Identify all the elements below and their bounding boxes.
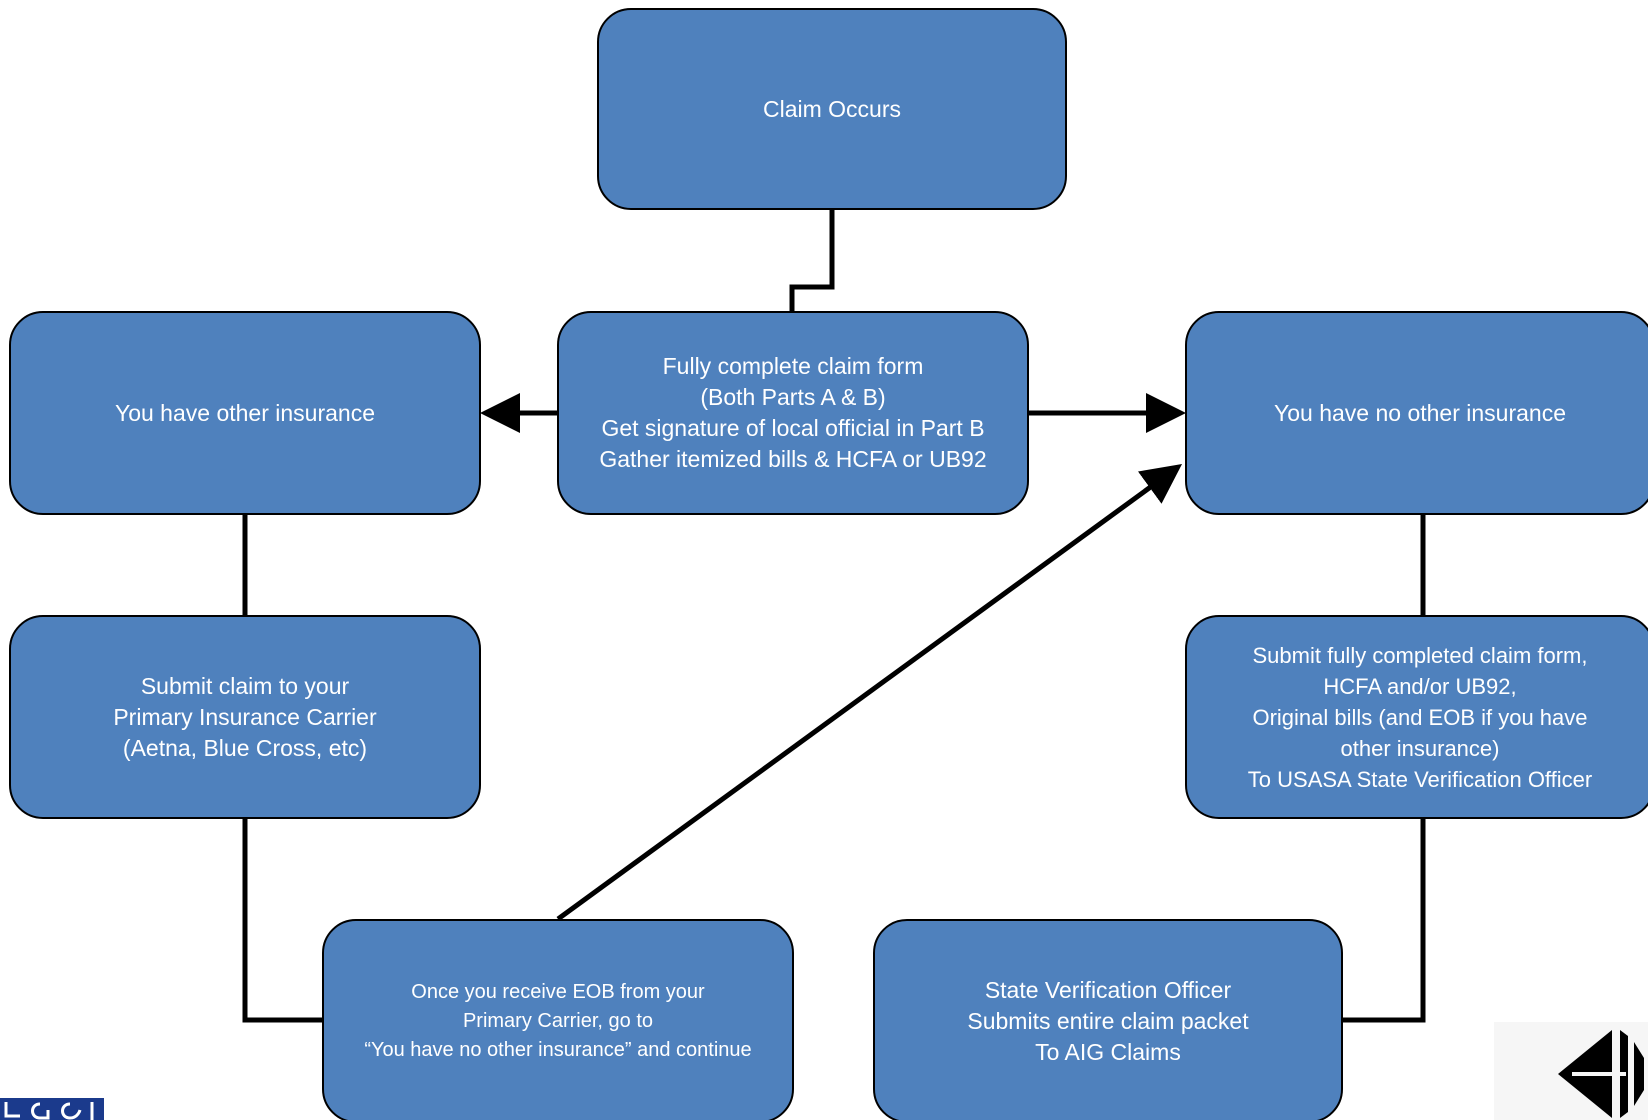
box-receive-eob: Once you receive EOB from your Primary C… [322, 919, 794, 1120]
box-claim-occurs: Claim Occurs [597, 8, 1067, 210]
connector-submit-to-officer [1343, 819, 1426, 1023]
arrow-eob-to-noother [556, 464, 1183, 922]
box-other-insurance: You have other insurance [9, 311, 481, 515]
submit-primary-line: (Aetna, Blue Cross, etc) [122, 734, 368, 761]
no-other-insurance-line: You have no other insurance [1274, 399, 1566, 426]
claim-occurs-line: Claim Occurs [762, 95, 901, 122]
submit-completed-line: To USASA State Verification Officer [1247, 766, 1593, 792]
receive-eob-line: Once you receive EOB from your [411, 980, 705, 1003]
box-no-other-insurance: You have no other insurance [1185, 311, 1648, 515]
verification-officer-line: To AIG Claims [1035, 1038, 1181, 1065]
submit-completed-line: Original bills (and EOB if you have [1252, 704, 1588, 730]
connector-primary-to-eob [242, 819, 322, 1023]
verification-officer-line: Submits entire claim packet [967, 1007, 1249, 1034]
usasa-logo [0, 1098, 104, 1120]
box-state-verification-officer: State Verification Officer Submits entir… [873, 919, 1343, 1120]
submit-completed-line: Submit fully completed claim form, [1252, 642, 1588, 668]
complete-form-line: Fully complete claim form [662, 353, 924, 379]
connector-claim-to-form [789, 210, 835, 311]
submit-primary-line: Submit claim to your [140, 672, 350, 699]
complete-form-line: Gather itemized bills & HCFA or UB92 [599, 446, 987, 472]
box-complete-claim-form: Fully complete claim form (Both Parts A … [557, 311, 1029, 515]
company-logo-mark [1558, 1030, 1644, 1118]
submit-completed-line: HCFA and/or UB92, [1323, 673, 1517, 699]
receive-eob-line: “You have no other insurance” and contin… [364, 1038, 752, 1061]
usasa-logo-mark [0, 1098, 104, 1120]
box-submit-completed-claim: Submit fully completed claim form, HCFA … [1185, 615, 1648, 819]
verification-officer-line: State Verification Officer [984, 976, 1232, 1003]
submit-completed-line: other insurance) [1340, 735, 1500, 761]
company-logo [1494, 1022, 1648, 1120]
box-submit-to-primary-carrier: Submit claim to your Primary Insurance C… [9, 615, 481, 819]
receive-eob-line: Primary Carrier, go to [462, 1009, 654, 1032]
other-insurance-line: You have other insurance [114, 399, 375, 426]
complete-form-line: Get signature of local official in Part … [601, 415, 985, 441]
complete-form-line: (Both Parts A & B) [700, 384, 886, 410]
submit-primary-line: Primary Insurance Carrier [113, 703, 377, 730]
